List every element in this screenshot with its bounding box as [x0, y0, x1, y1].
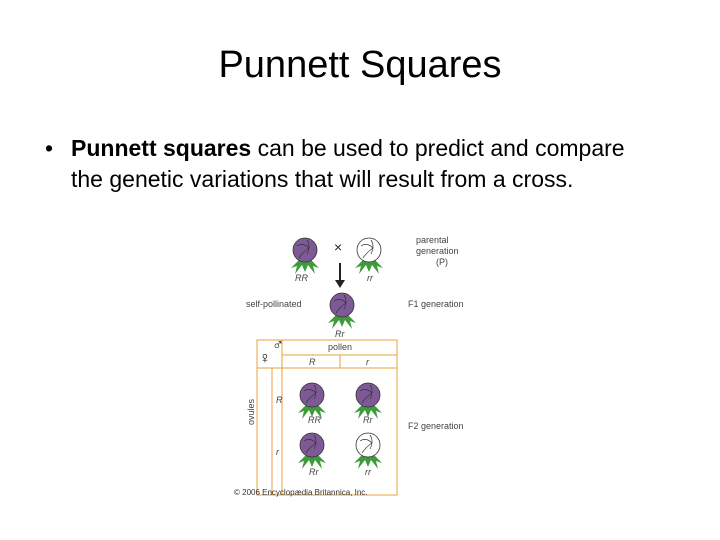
ovules-label: ovules [246, 398, 256, 425]
cell-genotype-1: RR [308, 415, 321, 425]
col-allele-2: r [366, 357, 369, 367]
f2-flower-rr-dominant [297, 382, 327, 420]
f2-flower-rr-hetero-2 [297, 432, 327, 470]
punnett-figure-graphic [256, 237, 398, 496]
f1-flower-purple [327, 292, 357, 330]
f2-flower-rr-recessive [353, 432, 383, 470]
cell-genotype-2: Rr [363, 415, 373, 425]
bullet-line-1: Punnett squares can be used to predict a… [71, 133, 695, 164]
cell-genotype-3: Rr [309, 467, 319, 477]
female-symbol: ♀ [259, 350, 271, 367]
copyright-notice: © 2006 Encyclopædia Britannica, Inc. [234, 488, 368, 497]
cross-symbol: × [334, 239, 343, 255]
cell-genotype-4: rr [365, 467, 371, 477]
f1-arrow-head [335, 280, 345, 288]
bullet-dot: • [45, 135, 54, 161]
bullet-line-2: the genetic variations that will result … [71, 166, 574, 192]
punnett-grid [256, 339, 398, 496]
bullet-point: • Punnett squares can be used to predict… [45, 133, 695, 195]
f1-genotype: Rr [335, 329, 345, 339]
f2-flower-rr-hetero-1 [353, 382, 383, 420]
bullet-line-1-rest: can be used to predict and compare [251, 135, 625, 161]
male-symbol: ♂ [272, 337, 284, 354]
punnett-figure: parental generation (P) × RR rr self-pol… [232, 225, 477, 505]
f2-generation-label: F2 generation [408, 421, 464, 431]
parental-label-3: (P) [436, 257, 448, 267]
row-allele-2: r [276, 447, 279, 457]
f1-generation-label: F1 generation [408, 299, 464, 309]
pollen-label: pollen [328, 342, 353, 352]
parent2-genotype: rr [367, 273, 373, 283]
parent-flower-white [354, 237, 384, 275]
parent1-genotype: RR [295, 273, 308, 283]
parental-label-1: parental [416, 235, 449, 245]
row-allele-1: R [276, 395, 283, 405]
parental-label-2: generation [416, 246, 459, 256]
self-pollinated-label: self-pollinated [246, 299, 302, 309]
parent-flower-purple [290, 237, 320, 275]
bullet-bold-term: Punnett squares [71, 135, 252, 161]
slide-title: Punnett Squares [218, 44, 502, 86]
col-allele-1: R [309, 357, 316, 367]
